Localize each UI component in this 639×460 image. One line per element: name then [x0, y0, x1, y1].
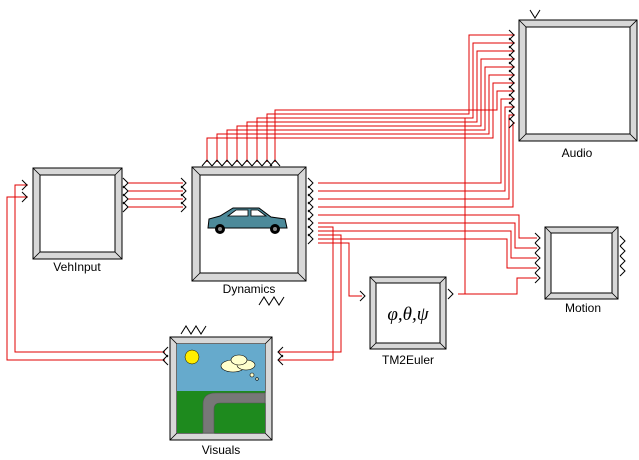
wire-vehinput-dynamics — [128, 183, 183, 207]
tm2euler-output-port — [448, 289, 453, 299]
landscape-scene-icon — [177, 344, 265, 433]
wire-dyn-audio-5 — [247, 51, 515, 162]
wire-tm2euler-motion — [458, 278, 537, 294]
dynamics-top-ports — [202, 160, 280, 166]
wire-dyn-audio-12 — [318, 123, 515, 207]
wire-dyn-tm2euler — [318, 243, 362, 296]
wire-dyn-motion-3 — [318, 231, 537, 258]
wire-dyn-motion-4 — [318, 239, 537, 268]
block-audio[interactable]: Audio — [509, 10, 637, 160]
vehinput-input-ports — [22, 180, 27, 202]
wire-dyn-motion-2 — [318, 223, 537, 248]
audio-input-ports — [509, 30, 514, 128]
block-tm2euler[interactable]: φ,θ,ψ TM2Euler — [360, 277, 453, 367]
wire-dyn-audio-6 — [257, 43, 515, 162]
audio-top-port — [530, 10, 540, 18]
block-motion[interactable]: Motion — [535, 227, 625, 315]
audio-label: Audio — [562, 146, 593, 160]
dynamics-label: Dynamics — [223, 282, 276, 296]
block-visuals[interactable]: Visuals — [163, 326, 283, 457]
visuals-input-ports — [278, 347, 283, 365]
block-vehinput[interactable]: VehInput — [22, 168, 128, 274]
euler-angles-symbol: φ,θ,ψ — [387, 304, 429, 325]
dynamics-bottom-ports — [259, 297, 284, 305]
wire-dyn-motion-1 — [318, 215, 537, 238]
vehinput-label: VehInput — [53, 260, 101, 274]
dynamics-output-ports — [308, 178, 313, 244]
visuals-output-ports — [163, 347, 168, 365]
visuals-label: Visuals — [202, 443, 240, 457]
sun-icon — [185, 350, 199, 364]
tm2euler-label: TM2Euler — [382, 353, 434, 367]
visuals-top-ports — [181, 326, 206, 334]
motion-label: Motion — [565, 301, 601, 315]
wire-dyn-audio-7 — [267, 35, 515, 162]
block-dynamics[interactable]: Dynamics — [181, 160, 313, 305]
vehinput-output-ports — [123, 178, 128, 212]
motion-output-ports — [620, 236, 625, 276]
